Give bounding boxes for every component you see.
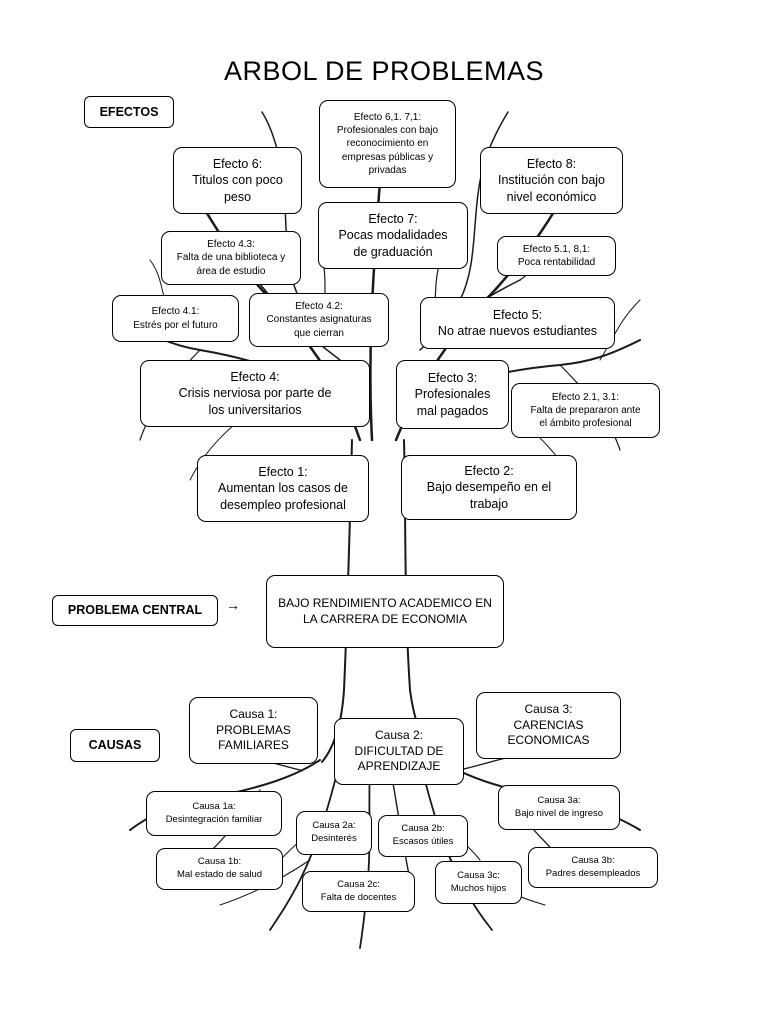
label-problema-central: PROBLEMA CENTRAL	[52, 595, 218, 626]
effect-5-1-8-1-box: Efecto 5.1, 8,1: Poca rentabilidad	[497, 236, 616, 276]
effect-1-box: Efecto 1: Aumentan los casos de desemple…	[197, 455, 369, 522]
cause-2b-box: Causa 2b: Escasos útiles	[378, 815, 468, 857]
cause-1a-box: Causa 1a: Desintegración familiar	[146, 791, 282, 836]
cause-1-box: Causa 1: PROBLEMAS FAMILIARES	[189, 697, 318, 764]
effect-7-box: Efecto 7: Pocas modalidades de graduació…	[318, 202, 468, 269]
label-efectos: EFECTOS	[84, 96, 174, 128]
effect-5-box: Efecto 5: No atrae nuevos estudiantes	[420, 297, 615, 349]
effect-2-1-3-1-box: Efecto 2.1, 3.1: Falta de prepararon ant…	[511, 383, 660, 438]
arrow-right-icon: →	[226, 597, 240, 613]
page-title: ARBOL DE PROBLEMAS	[223, 56, 545, 86]
label-causas: CAUSAS	[70, 729, 160, 762]
effect-6-box: Efecto 6: Titulos con poco peso	[173, 147, 302, 214]
cause-3a-box: Causa 3a: Bajo nivel de ingreso	[498, 785, 620, 830]
effect-4-2-box: Efecto 4.2: Constantes asignaturas que c…	[249, 293, 389, 347]
effect-8-box: Efecto 8: Institución con bajo nivel eco…	[480, 147, 623, 214]
cause-3c-box: Causa 3c: Muchos hijos	[435, 861, 522, 904]
cause-2c-box: Causa 2c: Falta de docentes	[302, 871, 415, 912]
effect-4-box: Efecto 4: Crisis nerviosa por parte de l…	[140, 360, 370, 427]
cause-3-box: Causa 3: CARENCIAS ECONOMICAS	[476, 692, 621, 759]
effect-6-1-7-1-box: Efecto 6,1. 7,1: Profesionales con bajo …	[319, 100, 456, 188]
effect-2-box: Efecto 2: Bajo desempeño en el trabajo	[401, 455, 577, 520]
central-problem-box: BAJO RENDIMIENTO ACADEMICO EN LA CARRERA…	[266, 575, 504, 648]
cause-3b-box: Causa 3b: Padres desempleados	[528, 847, 658, 888]
effect-3-box: Efecto 3: Profesionales mal pagados	[396, 360, 509, 429]
cause-1b-box: Causa 1b: Mal estado de salud	[156, 848, 283, 890]
effect-4-1-box: Efecto 4.1: Estrés por el futuro	[112, 295, 239, 342]
cause-2a-box: Causa 2a: Desinterés	[296, 811, 372, 855]
effect-4-3-box: Efecto 4.3: Falta de una biblioteca y ár…	[161, 231, 301, 285]
cause-2-box: Causa 2: DIFICULTAD DE APRENDIZAJE	[334, 718, 464, 785]
